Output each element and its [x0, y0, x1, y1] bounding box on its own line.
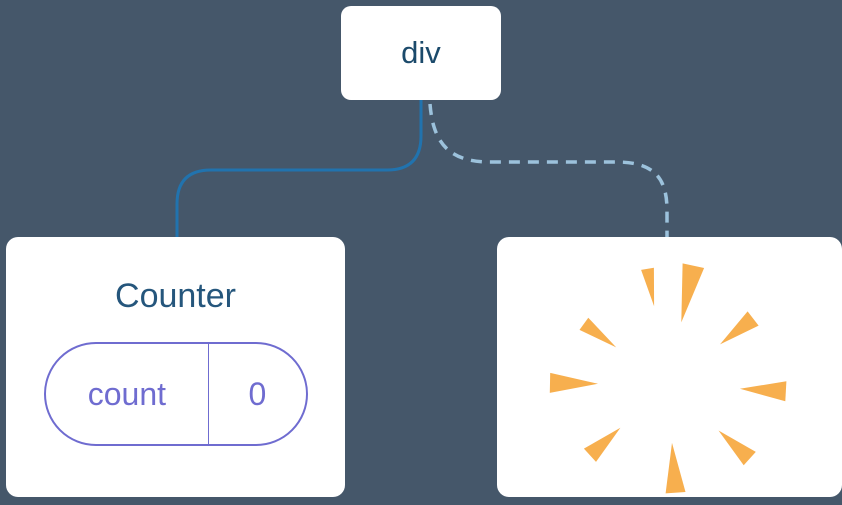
root-node-label: div: [401, 35, 441, 70]
starburst-ray: [549, 372, 598, 393]
starburst-icon: [549, 263, 787, 494]
starburst-ray: [681, 263, 705, 323]
starburst-ray: [579, 317, 617, 348]
starburst-ray: [641, 267, 655, 307]
edge-dashed: [428, 103, 669, 240]
starburst-ray: [718, 430, 756, 466]
starburst-ray: [720, 311, 759, 345]
edge-solid: [175, 100, 423, 240]
state-key: count: [46, 344, 210, 444]
starburst-ray: [665, 442, 686, 494]
root-node: div: [341, 6, 501, 100]
counter-card: Counter count 0: [6, 237, 345, 497]
starburst-ray: [583, 427, 621, 462]
counter-title: Counter: [115, 277, 236, 315]
state-pill: count 0: [43, 342, 308, 446]
sparkle-card: [497, 237, 842, 497]
starburst-ray: [739, 381, 787, 402]
state-value: 0: [248, 375, 267, 412]
